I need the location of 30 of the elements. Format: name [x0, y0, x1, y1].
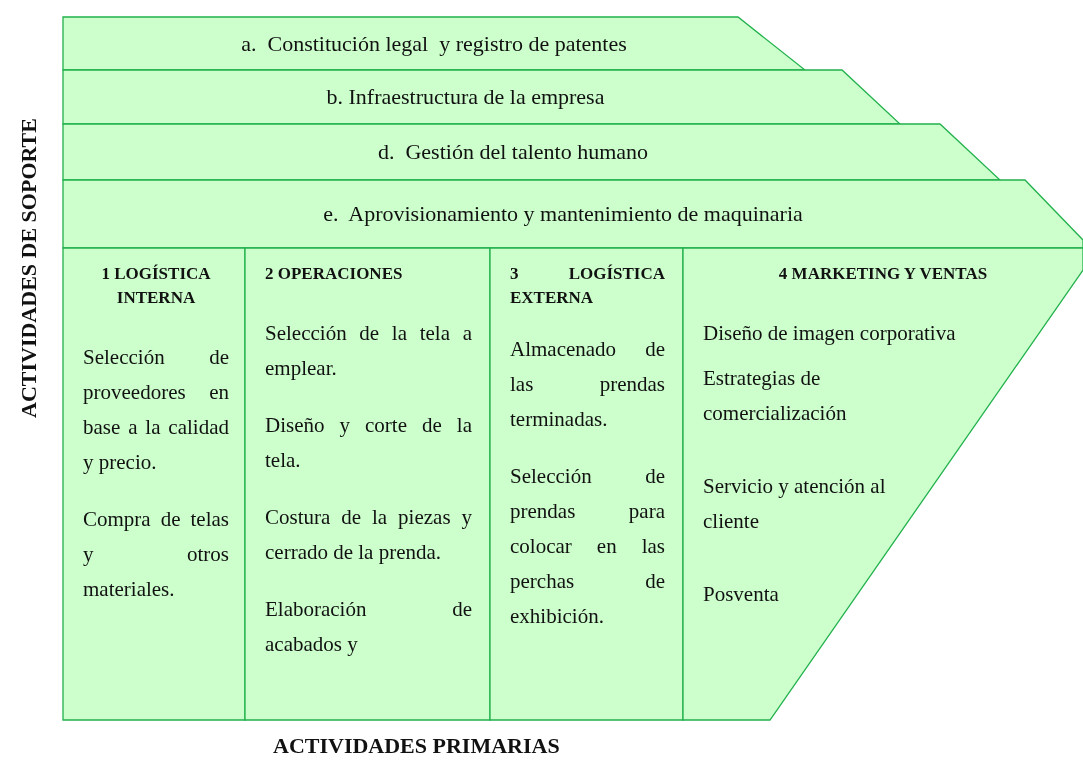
activity-text: Costura de la piezas y cerrado de la prenda.	[265, 504, 472, 566]
band-label: b. Infraestructura de la empresa	[326, 84, 605, 110]
activity-text: Selección de prendas para colocar en las perchas de exhibición.	[510, 463, 665, 630]
support-activity-band	[63, 180, 1083, 248]
column-heading: 2 OPERACIONES	[265, 263, 404, 285]
column-heading: 4 MARKETING Y VENTAS	[777, 263, 989, 285]
band-label: d. Gestión del talento humano	[377, 139, 649, 165]
axis-title: ACTIVIDADES PRIMARIAS	[273, 733, 560, 759]
primary-activity-column	[63, 248, 245, 720]
activity-text: Diseño y corte de la tela.	[265, 412, 472, 474]
activity-text: Selección de la tela a emplear.	[265, 320, 472, 382]
primary-activity-column	[683, 248, 1083, 720]
axis-title: ACTIVIDADES DE SOPORTE	[16, 118, 42, 418]
support-activity-band	[63, 124, 1000, 180]
activity-text: Estrategias de comercialización	[703, 365, 848, 427]
column-heading: 3 LOGÍSTICA EXTERNA	[510, 263, 665, 309]
primary-activity-column	[490, 248, 683, 720]
activity-text: Posventa	[703, 581, 780, 608]
activity-text: Servicio y atención al cliente	[703, 473, 887, 535]
support-activity-band	[63, 17, 805, 70]
activity-text: Elaboración de acabados y	[265, 596, 472, 658]
band-label: a. Constitución legal y registro de patentes	[241, 30, 627, 57]
primary-activity-column	[245, 248, 490, 720]
band-label: e. Aprovisionamiento y mantenimiento de maquinaria	[323, 201, 803, 227]
column-heading: 1 LOGÍSTICA INTERNA	[100, 263, 212, 309]
activity-text: Selección de proveedores en base a la calidad y precio.	[83, 344, 229, 476]
activity-text: Diseño de imagen corporativa	[703, 320, 957, 347]
activity-text: Compra de telas y otros materiales.	[83, 506, 229, 603]
activity-text: Almacenado de las prendas terminadas.	[510, 336, 665, 433]
support-activity-band	[63, 70, 900, 124]
